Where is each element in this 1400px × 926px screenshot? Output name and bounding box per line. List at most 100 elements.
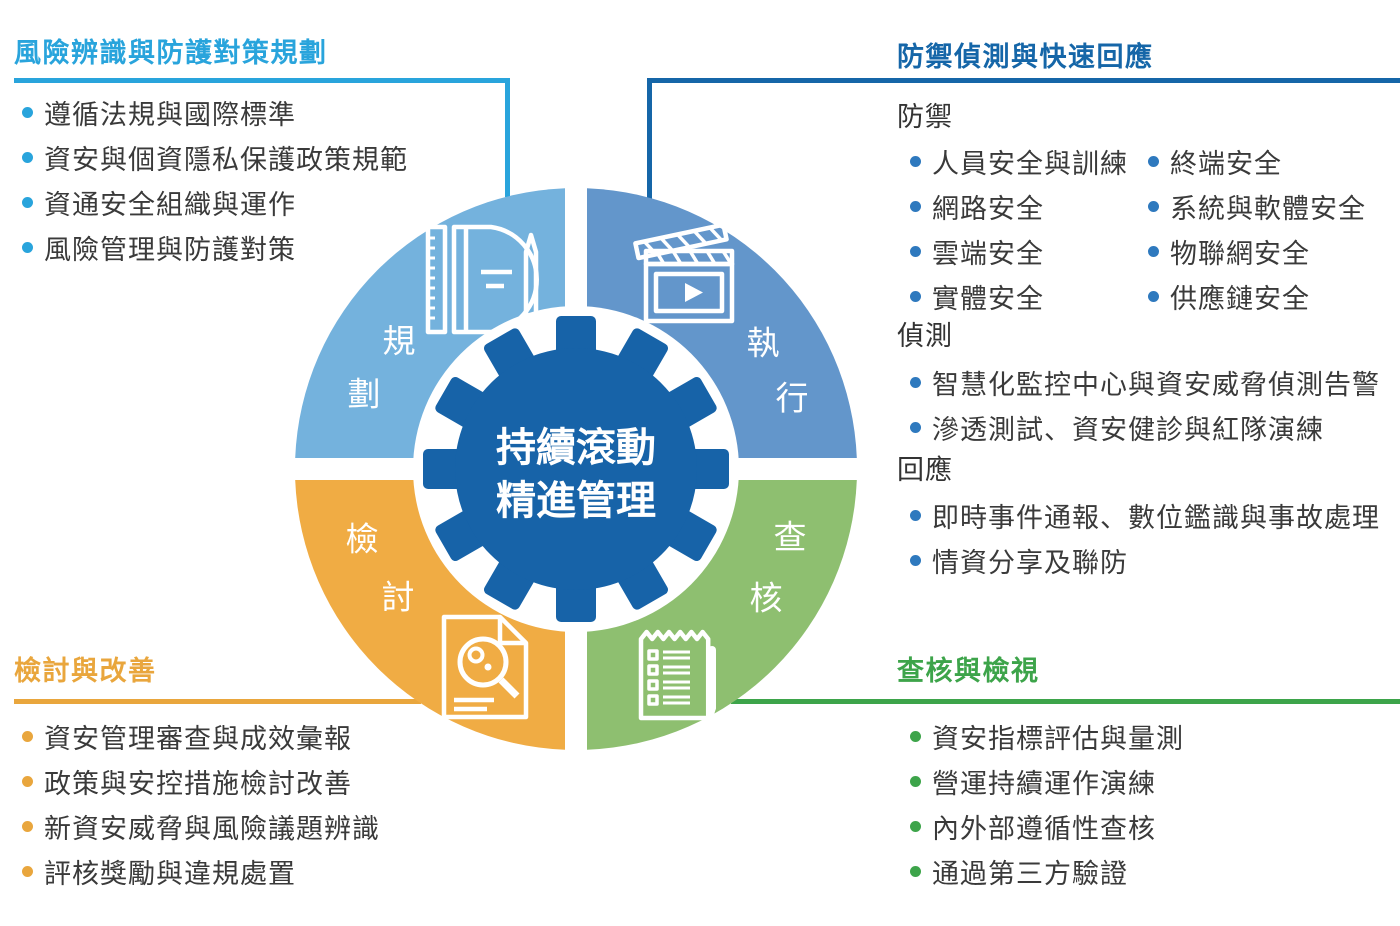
audit-list: 資安指標評估與量測 營運持續運作演練 內外部遵循性查核 通過第三方驗證 (910, 714, 1184, 894)
section-title-audit: 查核與檢視 (897, 656, 1040, 686)
subsection-label-detect: 偵測 (897, 321, 953, 351)
bullet-dot (1148, 156, 1159, 167)
plan-connector-line (505, 78, 510, 197)
section-title-review: 檢討與改善 (14, 656, 157, 686)
list-item-label: 新資安威脅與風險議題辨識 (44, 814, 380, 844)
bullet-dot (22, 242, 33, 253)
list-item-label: 資通安全組織與運作 (44, 190, 296, 220)
bullet-dot (1148, 201, 1159, 212)
list-item-label: 評核獎勵與違規處置 (44, 859, 296, 889)
audit-underline (731, 699, 1400, 704)
bullet-dot (910, 156, 921, 167)
quadrant-label-plan-char2: 劃 (348, 376, 381, 413)
list-item: 即時事件通報、數位鑑識與事故處理 (910, 493, 1380, 538)
list-item-label: 即時事件通報、數位鑑識與事故處理 (932, 503, 1380, 533)
list-item-label: 資安管理審查與成效彙報 (44, 724, 352, 754)
gear-icon (423, 316, 729, 622)
quadrant-label-do-char2: 行 (776, 380, 809, 417)
list-item-label: 供應鏈安全 (1170, 284, 1310, 314)
list-item-label: 網路安全 (932, 194, 1044, 224)
list-item: 評核獎勵與違規處置 (22, 849, 380, 894)
review-underline (14, 699, 421, 704)
list-item-label: 智慧化監控中心與資安威脅偵測告警 (932, 370, 1380, 400)
list-item: 資安管理審查與成效彙報 (22, 714, 380, 759)
defense-list-column-2: 終端安全 系統與軟體安全 物聯網安全 供應鏈安全 (1148, 139, 1366, 319)
bullet-dot (22, 197, 33, 208)
pdca-wheel: 規 劃 執 行 檢 討 查 核 (295, 188, 857, 750)
list-item-label: 資安與個資隱私保護政策規範 (44, 145, 408, 175)
list-item: 物聯網安全 (1148, 229, 1366, 274)
list-item: 資安指標評估與量測 (910, 714, 1184, 759)
review-list: 資安管理審查與成效彙報 政策與安控措施檢討改善 新資安威脅與風險議題辨識 評核獎… (22, 714, 380, 894)
quadrant-label-do-char1: 執 (747, 325, 780, 362)
quadrant-label-audit-char2: 核 (750, 580, 783, 617)
section-title-defense: 防禦偵測與快速回應 (897, 42, 1154, 72)
checklist-icon (638, 629, 716, 722)
list-item: 雲端安全 (910, 229, 1128, 274)
gear-title-line1: 持續滾動 (496, 426, 656, 470)
section-title-plan: 風險辨識與防護對策規劃 (14, 38, 328, 68)
list-item-label: 資安指標評估與量測 (932, 724, 1184, 754)
bullet-dot (910, 555, 921, 566)
bullet-dot (910, 201, 921, 212)
list-item: 網路安全 (910, 184, 1128, 229)
quadrant-label-audit-char1: 查 (774, 519, 807, 556)
document-magnifier-icon (441, 614, 529, 720)
bullet-dot (22, 107, 33, 118)
bullet-dot (910, 821, 921, 832)
list-item: 營運持續運作演練 (910, 759, 1184, 804)
list-item: 實體安全 (910, 274, 1128, 319)
bullet-dot (910, 291, 921, 302)
list-item-label: 人員安全與訓練 (932, 149, 1128, 179)
list-item-label: 遵循法規與國際標準 (44, 100, 296, 130)
list-item: 情資分享及聯防 (910, 538, 1380, 583)
respond-list: 即時事件通報、數位鑑識與事故處理 情資分享及聯防 (910, 493, 1380, 583)
detect-list: 智慧化監控中心與資安威脅偵測告警 滲透測試、資安健診與紅隊演練 (910, 360, 1380, 450)
defense-list-column-1: 人員安全與訓練 網路安全 雲端安全 實體安全 (910, 139, 1128, 319)
bullet-dot (1148, 246, 1159, 257)
list-item-label: 營運持續運作演練 (932, 769, 1156, 799)
list-item-label: 實體安全 (932, 284, 1044, 314)
bullet-dot (22, 731, 33, 742)
list-item: 新資安威脅與風險議題辨識 (22, 804, 380, 849)
plan-list: 遵循法規與國際標準 資安與個資隱私保護政策規範 資通安全組織與運作 風險管理與防… (22, 90, 408, 270)
list-item-label: 物聯網安全 (1170, 239, 1310, 269)
list-item: 人員安全與訓練 (910, 139, 1128, 184)
gear-title-line2: 精進管理 (496, 479, 656, 523)
defense-underline (647, 78, 1400, 83)
list-item: 資通安全組織與運作 (22, 180, 408, 225)
bullet-dot (910, 422, 921, 433)
defense-connector-line (647, 78, 652, 199)
subsection-label-defense: 防禦 (897, 102, 953, 132)
bullet-dot (22, 152, 33, 163)
bullet-dot (910, 866, 921, 877)
list-item-label: 系統與軟體安全 (1170, 194, 1366, 224)
list-item: 系統與軟體安全 (1148, 184, 1366, 229)
list-item: 供應鏈安全 (1148, 274, 1366, 319)
list-item: 資安與個資隱私保護政策規範 (22, 135, 408, 180)
subsection-label-respond: 回應 (897, 455, 953, 485)
list-item-label: 內外部遵循性查核 (932, 814, 1156, 844)
list-item-label: 雲端安全 (932, 239, 1044, 269)
bullet-dot (910, 377, 921, 388)
list-item: 內外部遵循性查核 (910, 804, 1184, 849)
clapperboard-icon (633, 222, 735, 324)
bullet-dot (910, 776, 921, 787)
list-item-label: 通過第三方驗證 (932, 859, 1128, 889)
list-item: 通過第三方驗證 (910, 849, 1184, 894)
quadrant-label-review-char2: 討 (382, 579, 415, 616)
list-item-label: 終端安全 (1170, 149, 1282, 179)
list-item: 政策與安控措施檢討改善 (22, 759, 380, 804)
list-item: 風險管理與防護對策 (22, 225, 408, 270)
list-item: 遵循法規與國際標準 (22, 90, 408, 135)
list-item: 終端安全 (1148, 139, 1366, 184)
list-item: 智慧化監控中心與資安威脅偵測告警 (910, 360, 1380, 405)
quadrant-label-plan-char1: 規 (383, 323, 416, 360)
bullet-dot (910, 731, 921, 742)
list-item-label: 風險管理與防護對策 (44, 235, 296, 265)
bullet-dot (1148, 291, 1159, 302)
list-item-label: 情資分享及聯防 (932, 548, 1128, 578)
list-item-label: 政策與安控措施檢討改善 (44, 769, 352, 799)
bullet-dot (22, 776, 33, 787)
